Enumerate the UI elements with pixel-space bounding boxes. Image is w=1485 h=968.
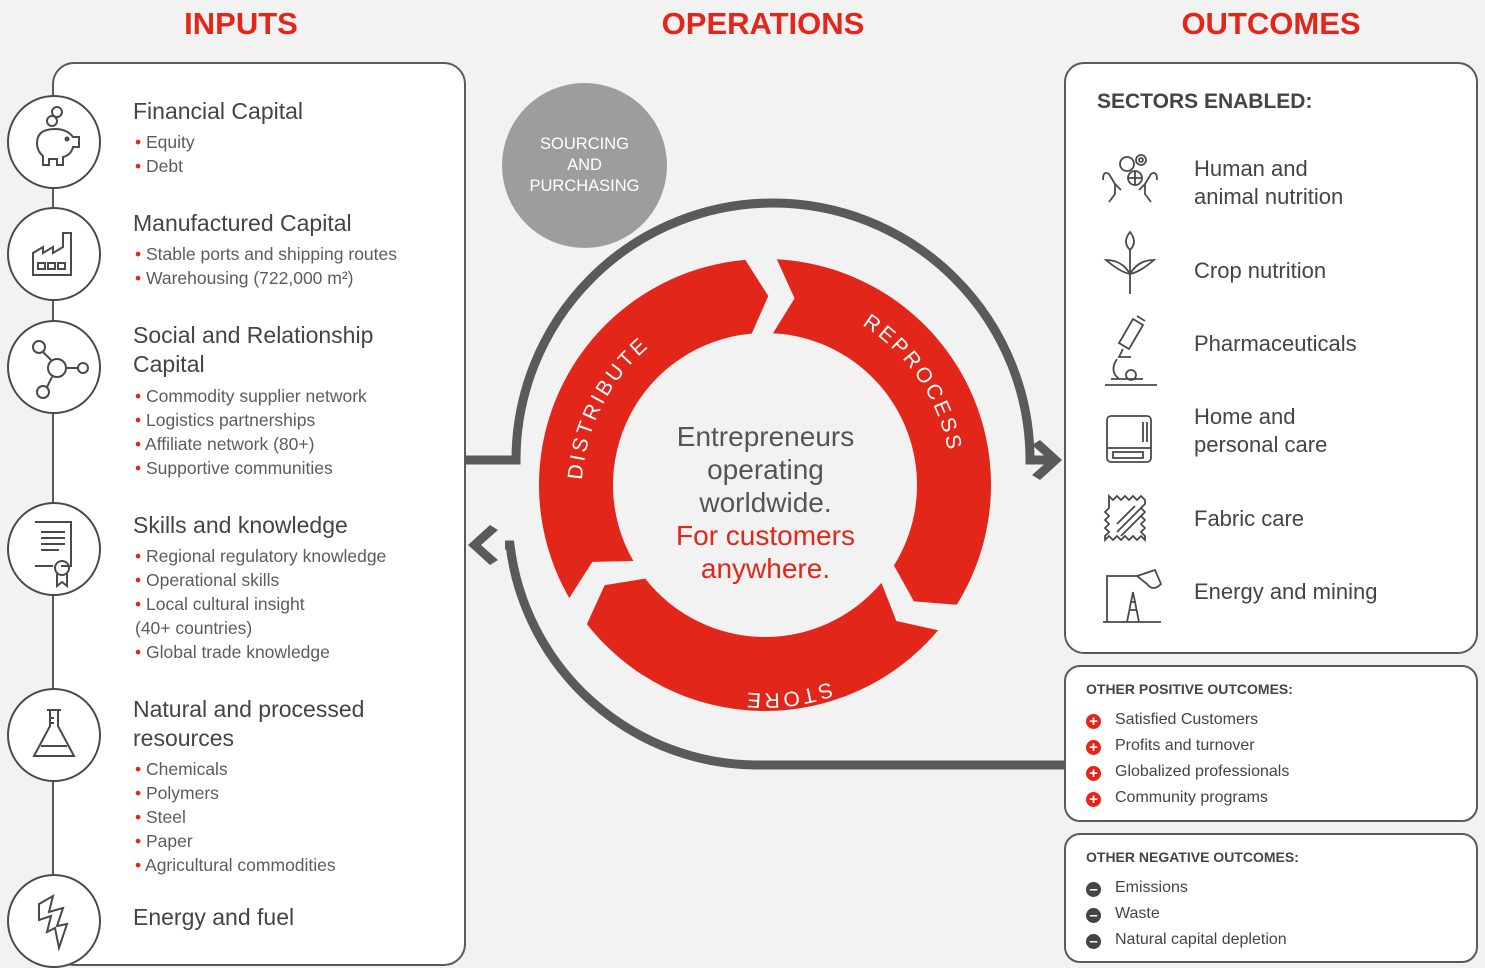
plus-icon: + [1086, 792, 1101, 807]
outcomes-header: OUTCOMES [1181, 6, 1361, 41]
list-item: • Polymers [135, 783, 219, 803]
outcomes-to-inputs-arrow [505, 540, 1064, 770]
center-line: Entrepreneurs [676, 421, 855, 452]
sector-line: Crop nutrition [1194, 258, 1327, 283]
sector-line: animal nutrition [1194, 184, 1344, 209]
plus-icon: + [1086, 766, 1101, 781]
negative-outcomes-panel [1064, 833, 1478, 963]
certificate-icon [7, 502, 101, 596]
list-item: • Supportive communities [135, 458, 333, 478]
segment-distribute [539, 259, 769, 598]
list-item: • Stable ports and shipping routes [135, 244, 397, 264]
negative-outcomes-title: OTHER NEGATIVE OUTCOMES: [1086, 849, 1299, 865]
sourcing-line: AND [567, 156, 602, 174]
input-title: Social and Relationship Capital [133, 321, 373, 379]
list-item: • Regional regulatory knowledge [135, 546, 387, 566]
input-list: • Commodity supplier network • Logistics… [135, 384, 367, 480]
list-item: • Chemicals [135, 759, 228, 779]
minus-icon: – [1086, 908, 1101, 923]
plus-icon: + [1086, 740, 1101, 755]
right-arrowhead [1032, 440, 1062, 480]
negative-outcome-item: –Emissions [1086, 877, 1188, 899]
sector-label: Pharmaceuticals [1194, 330, 1357, 358]
sector-label: Energy and mining [1194, 578, 1377, 606]
sector-label: Crop nutrition [1194, 257, 1326, 285]
title-line: resources [133, 725, 234, 751]
list-item: • Steel [135, 807, 186, 827]
center-line: anywhere. [700, 553, 831, 584]
list-item: • Local cultural insight [135, 594, 305, 614]
positive-outcome-item: +Community programs [1086, 787, 1268, 809]
list-item: • Equity [135, 132, 195, 152]
input-list: • Equity • Debt [135, 130, 195, 178]
input-title: Natural and processed resources [133, 695, 364, 753]
list-item: • Logistics partnerships [135, 410, 316, 430]
center-line: worldwide. [699, 487, 832, 518]
sector-line: personal care [1194, 432, 1328, 457]
negative-outcome-item: –Waste [1086, 903, 1160, 925]
input-list: • Chemicals • Polymers • Steel • Paper •… [135, 757, 336, 877]
sector-label: Home and personal care [1194, 403, 1327, 459]
input-list: • Regional regulatory knowledge • Operat… [135, 544, 386, 664]
minus-icon: – [1086, 882, 1101, 897]
positive-outcome-item: +Satisfied Customers [1086, 709, 1258, 731]
sector-label: Human and animal nutrition [1194, 155, 1343, 211]
list-item: • Operational skills [135, 570, 280, 590]
lightning-icon [7, 874, 101, 968]
center-line: For customers [676, 520, 855, 551]
segment-reprocess [772, 259, 992, 605]
list-item: • Affiliate network (80+) [135, 434, 315, 454]
fabric-swatch-icon [1103, 493, 1147, 543]
title-line: Natural and processed [133, 696, 365, 722]
input-title: Manufactured Capital [133, 210, 352, 236]
sourcing-line: SOURCING [540, 135, 629, 153]
minus-icon: – [1086, 934, 1101, 949]
left-arrowhead [468, 525, 498, 565]
segment-store [586, 578, 939, 712]
sector-line: Fabric care [1194, 506, 1305, 531]
sector-label: Fabric care [1194, 505, 1304, 533]
oil-pump-icon [1103, 568, 1163, 623]
positive-outcome-item: +Globalized professionals [1086, 761, 1289, 783]
sectors-title: SECTORS ENABLED: [1097, 90, 1313, 113]
piggy-bank-icon [7, 95, 101, 189]
sector-line: Energy and mining [1194, 579, 1378, 604]
negative-outcome-item: –Natural capital depletion [1086, 929, 1287, 951]
flask-icon [7, 688, 101, 782]
input-title: Skills and knowledge [133, 512, 348, 538]
list-item: • Commodity supplier network [135, 386, 367, 406]
inputs-header: INPUTS [184, 6, 298, 41]
input-list: • Stable ports and shipping routes • War… [135, 242, 397, 290]
center-line: operating [707, 454, 824, 485]
sourcing-purchasing-circle: SOURCING AND PURCHASING [502, 83, 667, 248]
positive-outcomes-panel [1064, 665, 1478, 822]
network-nodes-icon [7, 320, 101, 414]
list-item: • Debt [135, 156, 183, 176]
hands-food-icon [1102, 154, 1158, 203]
sourcing-line: PURCHASING [529, 177, 640, 195]
list-item: • Paper [135, 831, 193, 851]
factory-icon [7, 207, 101, 301]
inputs-to-outcomes-arrow [466, 198, 1050, 465]
list-item: • Warehousing (722,000 m²) [135, 268, 354, 288]
sector-line: Human and [1194, 156, 1308, 181]
input-title: Energy and fuel [133, 904, 295, 930]
washing-machine-icon [1106, 415, 1152, 463]
sector-line: Home and [1194, 404, 1296, 429]
center-statement: Entrepreneurs operating worldwide. For c… [628, 420, 903, 585]
list-item: • Agricultural commodities [135, 855, 336, 875]
positive-outcomes-title: OTHER POSITIVE OUTCOMES: [1086, 681, 1293, 697]
title-line: Social and Relationship [133, 322, 374, 348]
operations-header: OPERATIONS [661, 6, 865, 41]
list-item: (40+ countries) [135, 618, 253, 638]
microscope-icon [1105, 315, 1157, 386]
sector-line: Pharmaceuticals [1194, 331, 1357, 356]
positive-outcome-item: +Profits and turnover [1086, 735, 1255, 757]
list-item: • Global trade knowledge [135, 642, 330, 662]
plus-icon: + [1086, 714, 1101, 729]
title-line: Capital [133, 351, 205, 377]
plant-sprout-icon [1103, 230, 1157, 294]
input-title: Financial Capital [133, 98, 304, 124]
